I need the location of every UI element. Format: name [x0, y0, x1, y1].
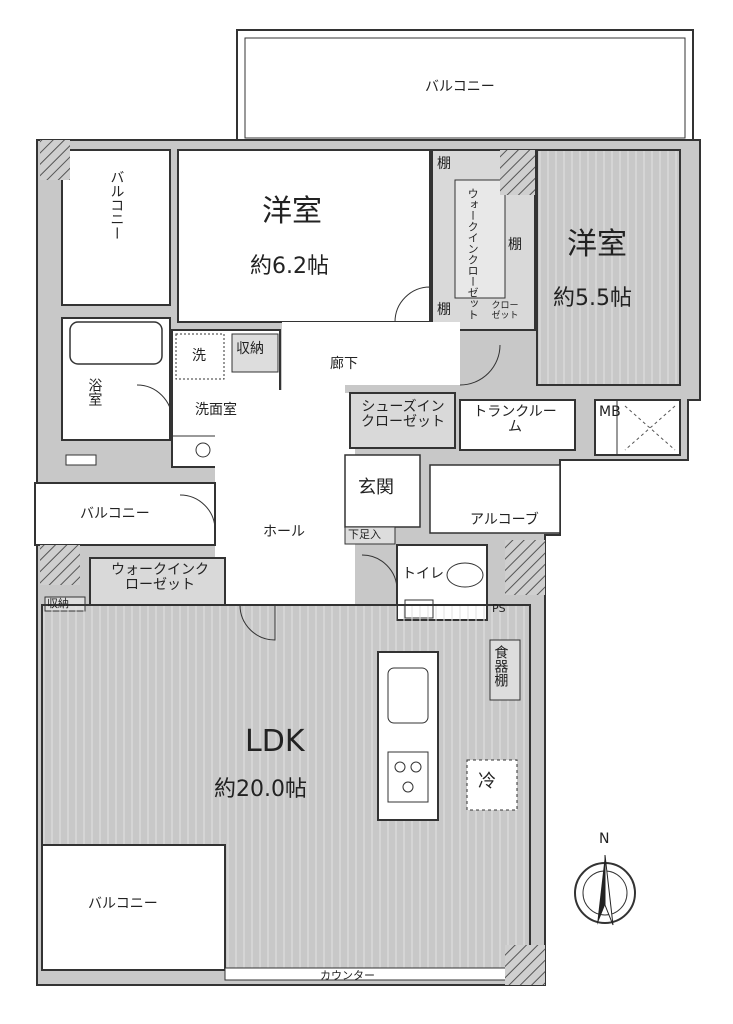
alcove — [429, 464, 561, 534]
hall-label: ホール — [263, 524, 305, 540]
washer-label: 洗 — [192, 348, 206, 364]
wic-lower-label: ウォークインクローゼット — [111, 562, 209, 594]
western-room-2-size: 約5.5帖 — [553, 286, 632, 311]
shoe-step-label: 下足入 — [348, 528, 381, 541]
balcony-bottom-label: バルコニー — [88, 896, 158, 912]
western-room-1-name: 洋室 — [262, 194, 322, 229]
western-room-1 — [177, 149, 431, 323]
balcony-mid — [34, 482, 216, 546]
entrance-label: 玄関 — [358, 477, 394, 498]
storage-label-1: 収納 — [236, 341, 264, 357]
ldk-name: LDK — [245, 724, 305, 759]
bath-label: 浴室 — [86, 378, 103, 406]
balcony-top-label: バルコニー — [425, 79, 495, 95]
western-room-2 — [536, 149, 681, 386]
closet-small-label: クローゼット — [491, 301, 519, 321]
balcony-mid-label: バルコニー — [80, 506, 150, 522]
walk-in-closet-lower — [89, 557, 226, 606]
washroom-label: 洗面室 — [195, 402, 237, 418]
toilet-label: トイレ — [402, 566, 444, 582]
western-room-1-size: 約6.2帖 — [250, 254, 329, 279]
ps-label: PS — [492, 602, 506, 615]
compass-rose-icon — [574, 854, 636, 926]
storage-label-2: 収納 — [47, 597, 69, 610]
fridge-label: 冷 — [478, 771, 496, 792]
corridor — [282, 322, 460, 390]
trunk-room — [459, 399, 576, 451]
balcony-bottom — [41, 844, 226, 971]
western-room-2-name: 洋室 — [567, 227, 627, 262]
balcony-left-label: バルコニー — [108, 170, 125, 240]
balcony-left — [61, 149, 171, 306]
hall — [215, 390, 355, 605]
corridor-label: 廊下 — [330, 356, 358, 372]
dish-shelf-label: 食器棚 — [492, 645, 509, 687]
ldk-size: 約20.0帖 — [214, 777, 307, 802]
entrance — [344, 454, 421, 528]
compass-north-label: N — [599, 831, 610, 847]
counter-label: カウンター — [320, 969, 375, 982]
trunk-room-label: トランクルーム — [473, 404, 557, 436]
wic-upper-label: ウォークインクローゼット — [466, 188, 480, 320]
shelf-label-1: 棚 — [437, 156, 451, 172]
shoes-closet-label: シューズインクローゼット — [361, 399, 445, 431]
alcove-label: アルコーブ — [470, 512, 539, 528]
balcony-top — [236, 29, 694, 141]
shelf-label-3: 棚 — [437, 302, 451, 318]
shelf-label-2: 棚 — [508, 237, 522, 253]
mb-label: MB — [599, 404, 621, 420]
shoes-in-closet — [349, 392, 456, 449]
